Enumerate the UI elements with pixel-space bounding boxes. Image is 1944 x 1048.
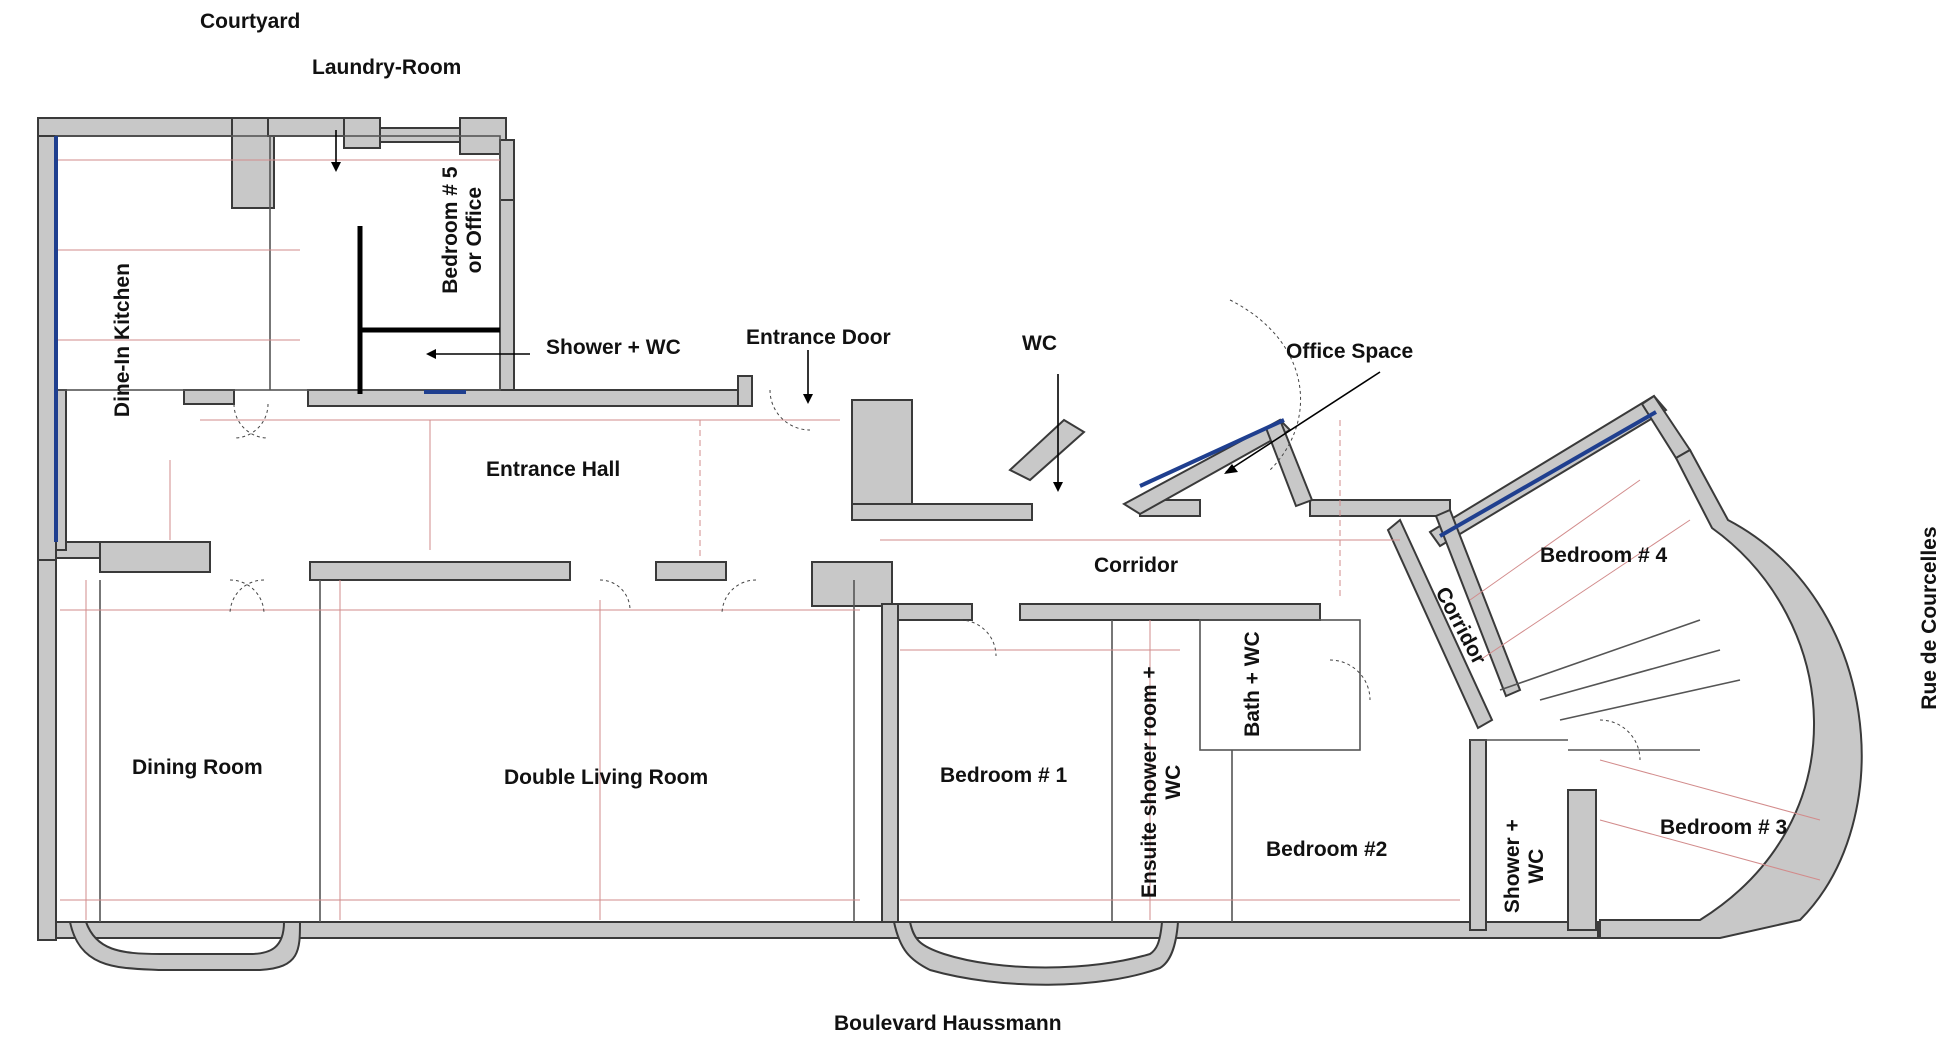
arrow-head [1224,464,1238,474]
arrow-head [1053,482,1063,492]
label-entrance-door: Entrance Door [746,326,891,349]
interior-lines [55,135,1741,922]
door-swings [229,299,1641,761]
label-bedroom-1: Bedroom # 1 [940,764,1068,787]
label-laundry-room: Laundry-Room [312,56,462,79]
label-bedroom-4: Bedroom # 4 [1540,544,1668,567]
wall-outline [37,117,1863,986]
arrow-head [803,394,813,404]
label-shower-wc-right: Shower + WC [1500,819,1548,914]
dimension-lines [56,159,1821,920]
partition-lines [357,226,500,394]
label-dine-in-kitchen: Dine-In Kitchen [110,263,134,418]
label-rue-de-courcelles: Rue de Courcelles [1917,526,1941,710]
label-wc: WC [1022,332,1057,355]
label-office-space: Office Space [1286,340,1414,363]
label-corridor-main: Corridor [1094,554,1178,577]
label-arrows [331,130,1381,492]
label-bedroom-3: Bedroom # 3 [1660,816,1788,839]
label-courtyard: Courtyard [200,10,301,33]
label-shower-wc-top: Shower + WC [546,336,681,359]
label-boulevard-haussmann: Boulevard Haussmann [834,1012,1062,1035]
label-bedroom-2: Bedroom #2 [1266,838,1388,861]
label-double-living-room: Double Living Room [504,766,709,789]
window-highlights [54,136,1657,542]
arrow-head [426,349,436,359]
label-bedroom-5: Bedroom # 5 or Office [438,166,486,294]
label-entrance-hall: Entrance Hall [486,458,621,481]
label-bath-wc: Bath + WC [1240,631,1264,737]
label-ensuite: Ensuite shower room + WC [1137,666,1185,898]
label-dining-room: Dining Room [132,756,263,779]
arrow-head [331,162,341,172]
